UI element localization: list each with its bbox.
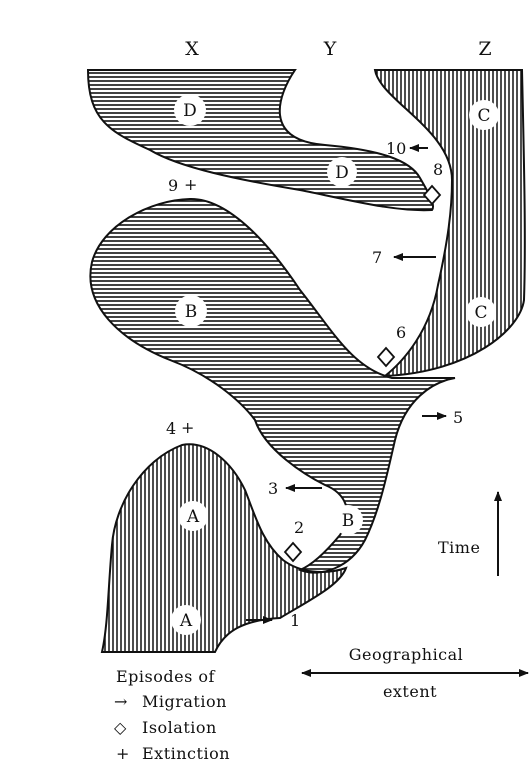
legend-isolation-symbol: ◇ [114, 718, 127, 737]
episode-4: 4 [166, 419, 176, 438]
lineage-b-upper-label: B [185, 302, 198, 322]
lineage-c-lower-label: C [474, 303, 487, 323]
geo-extent-label-line1: Geographical [349, 645, 464, 664]
episode-5: 5 [453, 408, 463, 427]
lineage-a-upper: A [178, 501, 208, 531]
lineage-b-lower: B [333, 505, 363, 535]
legend-extinction-symbol: + [116, 744, 130, 763]
legend-migration-label: Migration [142, 692, 227, 711]
lineage-b-region [89, 197, 456, 574]
extinction-mark-4: + [181, 418, 194, 437]
extinction-mark-9: + [184, 175, 197, 194]
time-axis-label: Time [438, 538, 480, 557]
lineage-a-upper-label: A [186, 507, 200, 527]
lineage-b-upper: B [175, 295, 207, 327]
episode-7: 7 [372, 248, 382, 267]
episode-1: 1 [290, 611, 300, 630]
lineage-d-lower-label: D [335, 163, 349, 183]
column-x-label: X [185, 38, 199, 60]
lineage-c-upper: C [469, 100, 499, 130]
episode-8: 8 [433, 160, 443, 179]
legend-title: Episodes of [116, 667, 216, 686]
lineage-d-lower: D [327, 157, 357, 187]
lineage-d-upper: D [174, 94, 206, 126]
episode-6: 6 [396, 323, 406, 342]
column-y-label: Y [323, 38, 337, 60]
episode-9: 9 [168, 176, 178, 195]
isolation-diamond-2 [283, 541, 303, 563]
legend: Episodes of → Migration ◇ Isolation + Ex… [114, 667, 230, 763]
geo-extent-label-line2: extent [383, 682, 437, 701]
isolation-diamond-8 [422, 184, 442, 206]
lineage-c-upper-label: C [477, 106, 490, 126]
lineage-a-lower-label: A [179, 611, 193, 631]
lineage-c-lower: C [466, 297, 496, 327]
lineage-d-region [86, 69, 434, 212]
episode-2: 2 [294, 518, 304, 537]
lineage-b-lower-label: B [342, 511, 355, 531]
column-z-label: Z [478, 38, 491, 60]
lineage-a-lower: A [171, 605, 201, 635]
legend-extinction-label: Extinction [142, 744, 230, 763]
episode-10: 10 [386, 139, 406, 158]
lineage-a-region [100, 443, 348, 653]
lineage-d-upper-label: D [183, 101, 197, 121]
legend-migration-symbol: → [114, 692, 128, 711]
legend-isolation-label: Isolation [142, 718, 217, 737]
episode-3: 3 [268, 479, 278, 498]
isolation-diamond-6 [376, 346, 396, 368]
